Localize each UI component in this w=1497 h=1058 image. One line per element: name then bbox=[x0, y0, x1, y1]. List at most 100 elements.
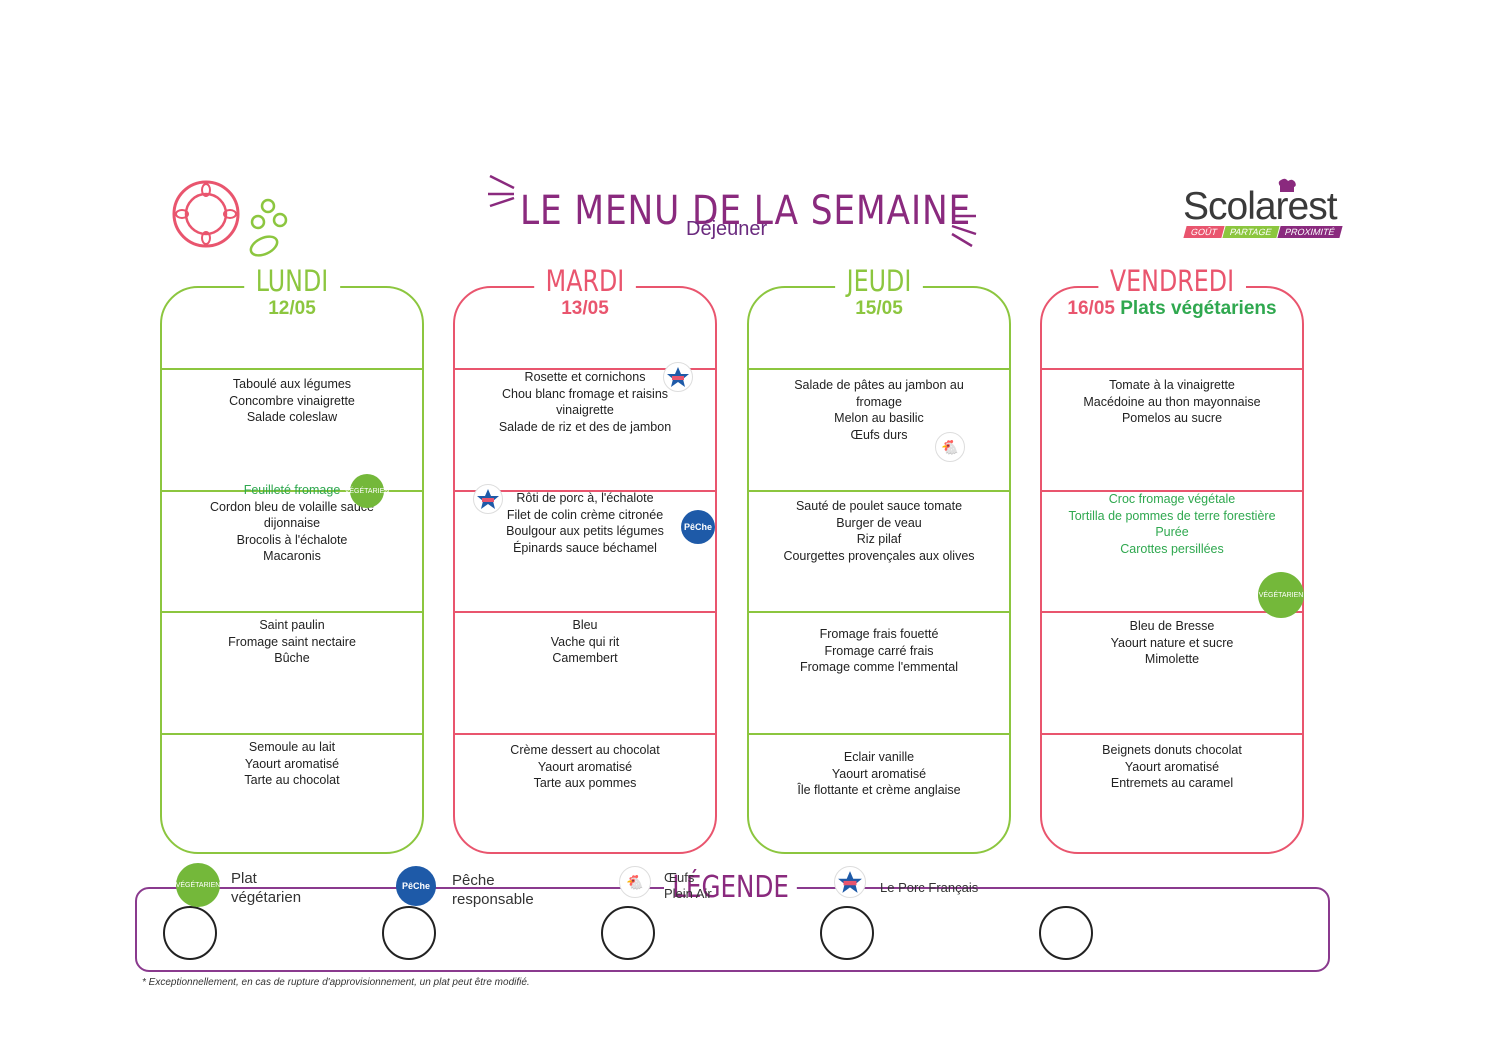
dish: Mimolette bbox=[1144, 652, 1200, 666]
dish: Rôti de porc à, l'échalote bbox=[516, 491, 654, 505]
dish: Boulgour aux petits légumes bbox=[506, 524, 664, 538]
scolarest-logo: Scolarest bbox=[1183, 185, 1338, 228]
dish: Épinards sauce béchamel bbox=[513, 540, 657, 555]
dish: Semoule au lait bbox=[248, 740, 336, 754]
title-accent-left-icon bbox=[488, 174, 515, 208]
porc-francais-badge-icon bbox=[663, 362, 693, 392]
section-divider bbox=[455, 490, 715, 492]
day-name: LUNDI bbox=[244, 264, 340, 298]
menu-section-cheese: Bleu de Bresse Yaourt nature et sucre Mi… bbox=[1042, 618, 1302, 668]
dish: Fromage comme l'emmental bbox=[800, 660, 958, 674]
legend-slot bbox=[820, 906, 874, 960]
menu-section-main: Rôti de porc à, l'échalote Filet de coli… bbox=[455, 490, 715, 556]
dish: Chou blanc fromage et raisins bbox=[501, 386, 669, 401]
legend-label-porc: Le Porc Français bbox=[880, 880, 979, 895]
meal-subtitle: Déjeuner bbox=[686, 218, 768, 240]
dish: Macaronis bbox=[263, 549, 321, 563]
dish: Tarte aux pommes bbox=[533, 776, 637, 790]
legend-slot bbox=[601, 906, 655, 960]
page-title: LE MENU DE LA SEMAINE bbox=[520, 188, 972, 234]
day-name: VENDREDI bbox=[1098, 264, 1246, 298]
dish: Bleu bbox=[572, 618, 598, 632]
dish-vegetarian: Carottes persillées bbox=[1120, 541, 1224, 556]
section-divider bbox=[749, 733, 1009, 735]
section-divider bbox=[162, 733, 422, 735]
dish: Taboulé aux légumes bbox=[232, 377, 352, 391]
section-divider bbox=[1042, 368, 1302, 370]
menu-section-starter: Tomate à la vinaigrette Macédoine au tho… bbox=[1042, 377, 1302, 427]
dish: Tomate à la vinaigrette bbox=[1109, 378, 1235, 392]
legend-vegetarian-icon: VÉGÉTARIEN bbox=[176, 863, 220, 907]
logo-tagline: GOÛT PARTAGE PROXIMITÉ bbox=[1183, 226, 1342, 238]
day-date: 12/05 bbox=[268, 298, 316, 319]
dish: Cordon bleu de volaille sauce bbox=[210, 499, 374, 514]
section-divider bbox=[455, 368, 715, 370]
logo-tag-proximite: PROXIMITÉ bbox=[1276, 226, 1342, 238]
menu-section-main: Croc fromage végétale Tortilla de pommes… bbox=[1042, 491, 1302, 557]
dish-vegetarian: Tortilla de pommes de terre forestière bbox=[1068, 508, 1276, 523]
menu-section-starter: Salade de pâtes au jambon au fromage Mel… bbox=[749, 377, 1009, 443]
dish: Yaourt nature et sucre bbox=[1110, 635, 1234, 650]
chef-hat-icon bbox=[1278, 178, 1296, 192]
dish: Rosette et cornichons bbox=[524, 370, 646, 384]
section-divider bbox=[1042, 611, 1302, 613]
title-accent-right-icon bbox=[951, 214, 977, 248]
section-divider bbox=[1042, 490, 1302, 492]
menu-section-main: Sauté de poulet sauce tomate Burger de v… bbox=[749, 498, 1009, 564]
legend-slot bbox=[163, 906, 217, 960]
section-divider bbox=[1042, 733, 1302, 735]
dish-vegetarian: Purée bbox=[1155, 525, 1189, 539]
legend-label-peche: Pêche responsable bbox=[452, 872, 534, 908]
dish: Saint paulin bbox=[259, 618, 325, 632]
dish: Salade coleslaw bbox=[246, 410, 338, 424]
menu-section-cheese: Fromage frais fouetté Fromage carré frai… bbox=[749, 626, 1009, 676]
logo-tag-partage: PARTAGE bbox=[1222, 226, 1280, 238]
section-divider bbox=[162, 490, 422, 492]
legend-peche-icon: PêChe bbox=[396, 866, 436, 906]
day-column-lundi: LUNDI 12/05 Taboulé aux légumes Concombr… bbox=[160, 264, 424, 854]
dish: Eclair vanille bbox=[843, 750, 915, 764]
dish: Entremets au caramel bbox=[1110, 776, 1234, 790]
dish: Courgettes provençales aux olives bbox=[783, 548, 975, 563]
day-name: JEUDI bbox=[835, 264, 923, 298]
dish: Riz pilaf bbox=[856, 532, 902, 546]
dish: Macédoine au thon mayonnaise bbox=[1083, 394, 1261, 409]
day-column-mardi: MARDI 13/05 Rosette et cornichons Chou b… bbox=[453, 264, 717, 854]
day-date: 16/05 Plats végétariens bbox=[1067, 298, 1277, 319]
section-divider bbox=[455, 733, 715, 735]
vegetarian-badge-icon: VÉGÉTARIEN bbox=[345, 474, 389, 508]
dish: vinaigrette bbox=[556, 403, 614, 417]
legend-label-oeufs: Œufs Plein Air bbox=[664, 870, 712, 901]
dish: Sauté de poulet sauce tomate bbox=[795, 499, 963, 513]
dish: Beignets donuts chocolat bbox=[1102, 743, 1242, 757]
day-date: 13/05 bbox=[561, 298, 609, 319]
peas-icon bbox=[249, 198, 288, 257]
dish: Fromage frais fouetté bbox=[819, 627, 939, 641]
section-divider bbox=[749, 368, 1009, 370]
dish: Fromage saint nectaire bbox=[228, 634, 356, 649]
dish: Filet de colin crème citronée bbox=[506, 507, 664, 522]
menu-section-starter: Taboulé aux légumes Concombre vinaigrett… bbox=[162, 376, 422, 426]
day-name: MARDI bbox=[534, 264, 636, 298]
dish: Yaourt aromatisé bbox=[1124, 759, 1220, 774]
dish: Salade de pâtes au jambon au bbox=[794, 378, 964, 392]
dish: Vache qui rit bbox=[550, 634, 620, 649]
tomato-slice-icon bbox=[172, 180, 240, 248]
legend-slot bbox=[382, 906, 436, 960]
dish-vegetarian: Croc fromage végétale bbox=[1108, 492, 1236, 506]
dish: Camembert bbox=[552, 651, 618, 665]
dish: Crème dessert au chocolat bbox=[510, 743, 660, 757]
dish: Pomelos au sucre bbox=[1121, 411, 1223, 425]
menu-section-dessert: Eclair vanille Yaourt aromatisé Île flot… bbox=[749, 749, 1009, 799]
dish: Bûche bbox=[274, 651, 310, 665]
legend-slot bbox=[1039, 906, 1093, 960]
dish: dijonnaise bbox=[263, 516, 321, 530]
dish: Yaourt aromatisé bbox=[244, 756, 340, 771]
dish: Salade de riz et des de jambon bbox=[498, 419, 672, 434]
dish-vegetarian: Feuilleté fromage bbox=[243, 483, 341, 497]
vegetarian-badge-icon: VÉGÉTARIEN bbox=[1258, 572, 1304, 618]
section-divider bbox=[455, 611, 715, 613]
legend-porc-icon bbox=[834, 866, 866, 898]
menu-section-dessert: Semoule au lait Yaourt aromatisé Tarte a… bbox=[162, 739, 422, 789]
menu-section-dessert: Crème dessert au chocolat Yaourt aromati… bbox=[455, 742, 715, 792]
